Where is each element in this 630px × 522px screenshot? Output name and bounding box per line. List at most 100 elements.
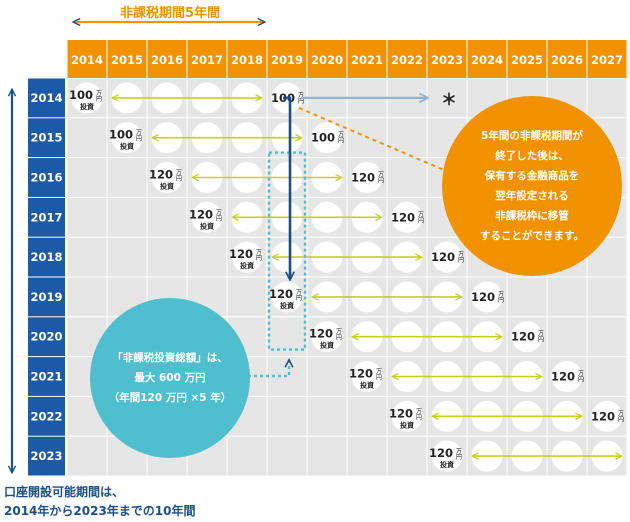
- unit-label: 円: [296, 295, 302, 302]
- unit-label: 万: [298, 92, 304, 99]
- year-header-label: 2019: [271, 53, 303, 67]
- investment-amount: 120: [149, 168, 173, 182]
- year-header-cell: [347, 40, 387, 78]
- grid-cell: [267, 436, 307, 476]
- grid-cell: [67, 197, 107, 237]
- unit-label: 万: [578, 371, 584, 378]
- invest-label: 投資: [160, 182, 174, 191]
- grid-cell: [147, 237, 187, 277]
- end-amount: 120: [591, 409, 615, 423]
- callout-pointer: [298, 106, 458, 176]
- row-year-label: 2018: [30, 250, 62, 264]
- grid-cell: [307, 357, 347, 396]
- end-amount: 120: [351, 171, 375, 185]
- grid-cell: [347, 396, 387, 436]
- invest-label: 投資: [440, 460, 454, 469]
- row-year-label: 2015: [30, 131, 62, 145]
- unit-label: 万: [498, 291, 504, 298]
- investment-amount: 120: [429, 446, 453, 460]
- transfer-callout-line: 翌年設定される: [495, 190, 569, 202]
- year-header-label: 2022: [391, 53, 423, 67]
- grid-cell: [67, 277, 107, 317]
- investment-amount: 100: [109, 128, 133, 142]
- grid-cell: [547, 317, 587, 357]
- unit-label: 円: [578, 377, 584, 384]
- grid-cell: [587, 78, 627, 118]
- investment-amount: 120: [349, 367, 373, 381]
- year-header-cell: [267, 40, 307, 78]
- row-year-label: 2023: [30, 449, 62, 463]
- tax-free-period-label: 非課税期間5年間: [119, 6, 221, 21]
- row-year-label: 2019: [30, 290, 62, 304]
- end-amount: 120: [471, 290, 495, 304]
- year-header-cell: [227, 40, 267, 78]
- year-header-cell: [307, 40, 347, 78]
- unit-label: 万: [296, 289, 302, 296]
- invest-label: 投資: [360, 381, 374, 390]
- unit-label: 円: [336, 335, 342, 342]
- holding-period-circle: [431, 440, 463, 472]
- unit-label: 円: [498, 297, 504, 304]
- unit-label: 円: [618, 416, 624, 423]
- holding-period-circle: [391, 400, 423, 432]
- year-header-label: 2021: [351, 53, 383, 67]
- unit-label: 円: [338, 138, 344, 145]
- rollover-arrow: [283, 96, 290, 279]
- row-year-cell: [28, 78, 65, 118]
- holding-period-circle: [71, 82, 103, 114]
- grid-cell: [267, 396, 307, 436]
- year-header-label: 2015: [111, 53, 143, 67]
- invest-label: 投資: [80, 102, 94, 111]
- transfer-callout-line: することができます。: [480, 230, 584, 242]
- total-investment-pointer: [248, 361, 289, 378]
- transfer-callout-line: 保有する金融商品を: [484, 170, 580, 182]
- unit-label: 万: [458, 251, 464, 258]
- holding-period-circle: [551, 361, 583, 392]
- unit-label: 円: [416, 414, 422, 421]
- unit-label: 万: [376, 369, 382, 376]
- unit-label: 円: [456, 454, 462, 461]
- investment-amount: 100: [69, 88, 93, 102]
- account-period-note-line: 2014年から2023年までの10年間: [4, 504, 196, 518]
- account-period-note-line: 口座開設可能期間は、: [4, 485, 125, 499]
- year-header-label: 2020: [311, 53, 343, 67]
- unit-label: 円: [538, 337, 544, 344]
- grid-cell: [227, 277, 267, 317]
- grid-cell: [67, 436, 107, 476]
- unit-label: 円: [136, 136, 142, 143]
- transfer-callout-line: 終了した後は、: [495, 150, 569, 162]
- holding-period-circle: [311, 321, 343, 353]
- grid-cell: [107, 158, 147, 197]
- grid-cell: [107, 237, 147, 277]
- grid-cell: [587, 277, 627, 317]
- unit-label: 万: [618, 410, 624, 417]
- row-year-cell: [28, 317, 65, 357]
- grid-cell: [147, 197, 187, 237]
- year-header-label: 2024: [471, 53, 503, 67]
- unit-label: 万: [416, 408, 422, 415]
- holding-period-circle: [431, 241, 463, 273]
- grid-cell: [387, 436, 427, 476]
- total-investment-callout-line: （年間120 万円 ×5 年）: [108, 392, 232, 404]
- unit-label: 円: [376, 375, 382, 382]
- holding-period-circle: [511, 321, 543, 353]
- unit-label: 円: [256, 255, 262, 262]
- invest-label: 投資: [320, 341, 334, 350]
- grid-cell: [67, 118, 107, 158]
- holding-period-circle: [151, 162, 183, 193]
- account-period-note: 口座開設可能期間は、 2014年から2023年までの10年間: [4, 483, 196, 521]
- holding-period-circle: [471, 281, 503, 313]
- holding-period-circle: [351, 361, 383, 392]
- row-year-cell: [28, 396, 65, 436]
- year-header-cell: [187, 40, 227, 78]
- total-investment-callout: 「非課税投資総額」は、 最大 600 万円 （年間120 万円 ×5 年）: [90, 298, 250, 458]
- row-year-cell: [28, 237, 65, 277]
- invest-label: 投資: [280, 301, 294, 310]
- grid-cell: [67, 158, 107, 197]
- year-header-cell: [387, 40, 427, 78]
- unit-label: 万: [338, 132, 344, 139]
- unit-label: 円: [378, 178, 384, 185]
- investment-amount: 120: [229, 247, 253, 261]
- row-year-label: 2014: [30, 91, 62, 105]
- year-header-label: 2027: [591, 53, 623, 67]
